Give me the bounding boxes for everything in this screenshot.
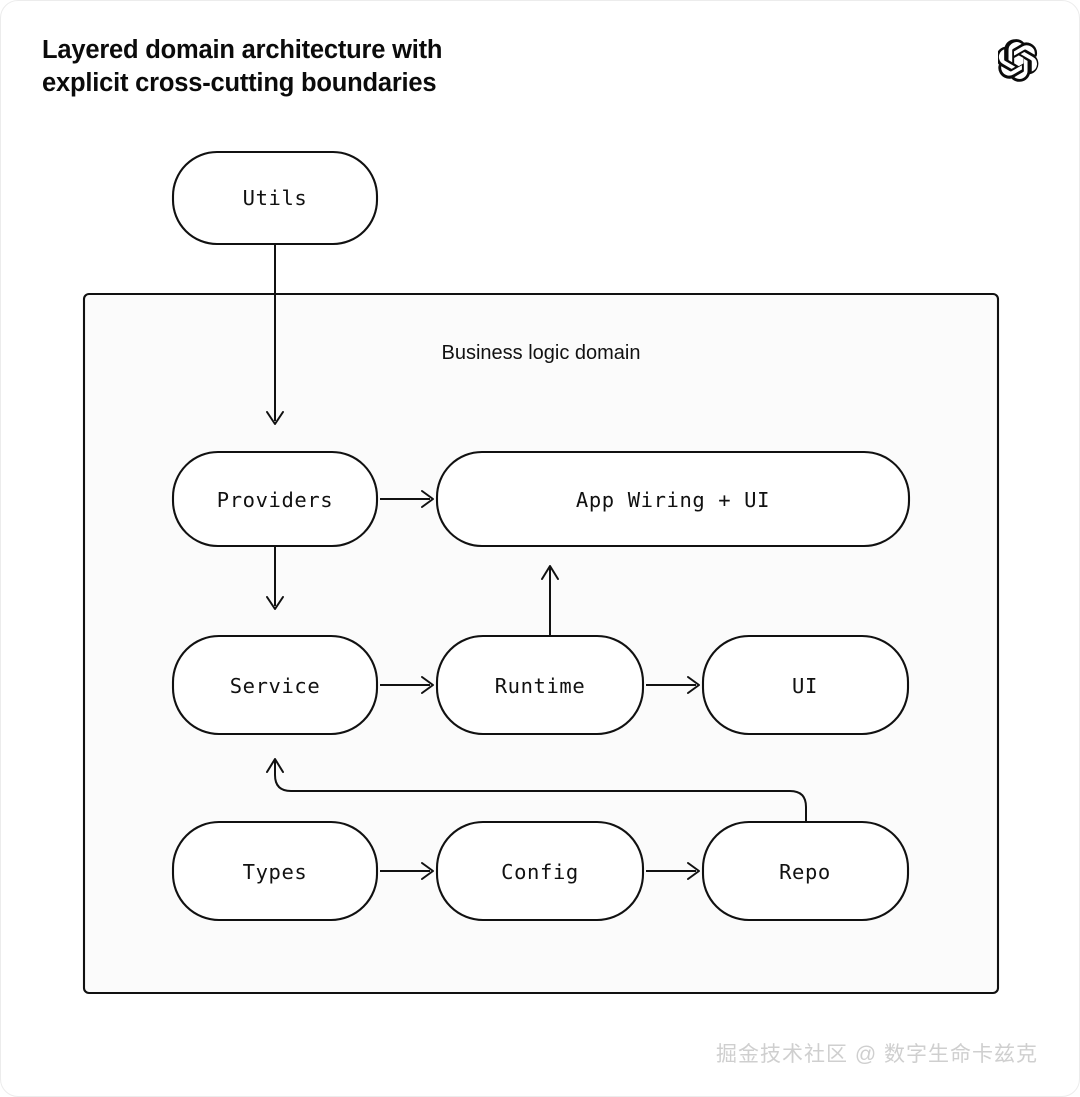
node-service-label: Service (230, 674, 321, 698)
node-app-wiring-ui-label: App Wiring + UI (576, 488, 770, 512)
watermark-text: 掘金技术社区 @ 数字生命卡兹克 (716, 1043, 1038, 1066)
node-repo-label: Repo (779, 860, 831, 884)
node-providers[interactable]: Providers (171, 450, 379, 548)
node-ui[interactable]: UI (701, 634, 910, 736)
edge-providers-to-appwiring (380, 490, 434, 508)
edge-repo-to-service (266, 758, 807, 822)
node-config[interactable]: Config (435, 820, 645, 922)
page-title: Layered domain architecture with explici… (42, 36, 443, 97)
node-config-label: Config (501, 860, 579, 884)
node-types[interactable]: Types (171, 820, 379, 922)
node-service[interactable]: Service (171, 634, 379, 736)
edge-types-to-config (380, 862, 434, 880)
edge-utils-to-providers (266, 244, 284, 425)
edge-config-to-repo (646, 862, 700, 880)
node-ui-label: UI (792, 674, 818, 698)
node-utils[interactable]: Utils (171, 150, 379, 246)
node-runtime[interactable]: Runtime (435, 634, 645, 736)
node-providers-label: Providers (217, 488, 333, 512)
edge-providers-to-service (266, 546, 284, 610)
edge-runtime-to-ui (646, 676, 700, 694)
node-repo[interactable]: Repo (701, 820, 910, 922)
domain-title-label: Business logic domain (442, 342, 641, 364)
node-app-wiring-ui[interactable]: App Wiring + UI (435, 450, 911, 548)
node-runtime-label: Runtime (495, 674, 586, 698)
edge-service-to-runtime (380, 676, 434, 694)
node-utils-label: Utils (243, 186, 308, 210)
node-types-label: Types (243, 860, 308, 884)
edge-runtime-to-appwiring (541, 565, 559, 636)
openai-logo (996, 39, 1041, 82)
